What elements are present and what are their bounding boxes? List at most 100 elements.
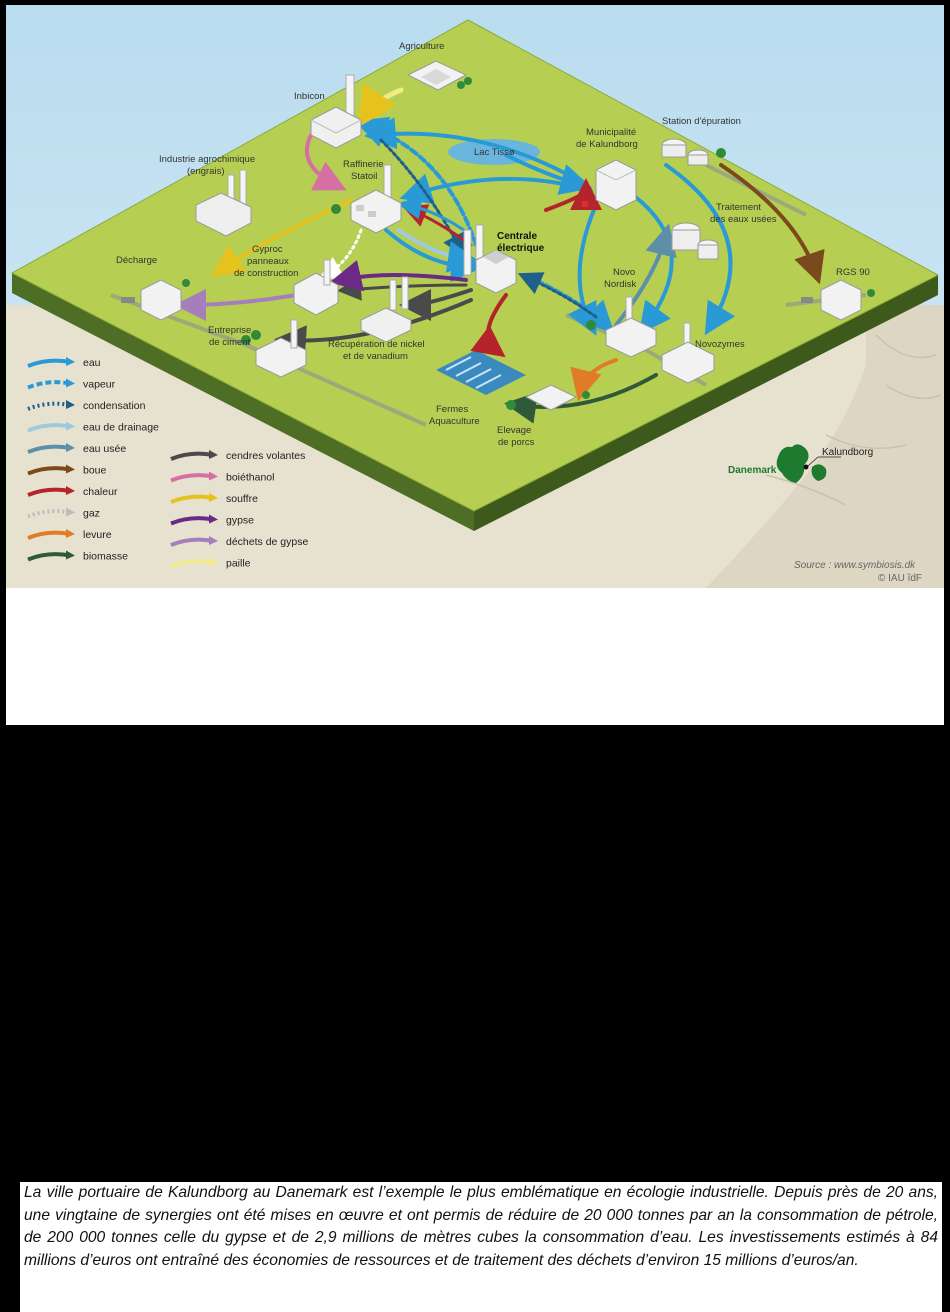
legend-arrowhead-1-0 — [209, 450, 218, 459]
legend-label-0-6: chaleur — [83, 486, 118, 498]
legend-arrowhead-0-9 — [66, 550, 75, 560]
wastewater-treatment — [671, 222, 719, 260]
legend-label-1-2: souffre — [226, 493, 258, 505]
label-power-plant-2: électrique — [497, 243, 545, 254]
label-refinery-1: Raffinerie — [343, 159, 384, 170]
legend-label-1-1: boiéthanol — [226, 472, 274, 484]
legend-arrowhead-1-1 — [209, 471, 218, 481]
label-gyproc-3: de construction — [234, 268, 298, 279]
label-pig-farm-2: de porcs — [498, 437, 535, 448]
kalundborg-label: Kalundborg — [822, 447, 873, 458]
label-gyproc-1: Gyproc — [252, 244, 283, 255]
landfill — [121, 279, 190, 321]
legend-arrowhead-1-5 — [209, 557, 218, 567]
legend-label-0-9: biomasse — [83, 551, 128, 563]
platform-right-side — [474, 275, 938, 531]
kalundborg-dot — [803, 464, 809, 470]
legend-label-0-7: gaz — [83, 508, 100, 520]
inbicon-plant — [310, 74, 362, 149]
diagram-canvas: Agriculture Inbicon Industrie agrochimiq… — [6, 5, 944, 588]
kalundborg-diagram: Agriculture Inbicon Industrie agrochimiq… — [6, 5, 944, 588]
agrochemical-plant — [195, 169, 252, 237]
legend-arrowhead-0-7 — [66, 507, 75, 517]
nickel-recovery-plant — [360, 276, 412, 343]
legend-label-0-4: eau usée — [83, 443, 126, 455]
label-cement-2: de ciment — [209, 337, 251, 348]
map-coastlines — [765, 334, 942, 506]
label-landfill: Décharge — [116, 255, 157, 266]
label-pig-farm-1: Elevage — [497, 425, 531, 436]
legend-arrowhead-0-8 — [66, 529, 75, 538]
denmark-shape — [776, 444, 809, 483]
diagram-labels: Agriculture Inbicon Industrie agrochimiq… — [116, 41, 870, 448]
label-nickel-2: et de vanadium — [343, 351, 408, 362]
legend-swatch-0-2 — [27, 401, 71, 411]
credit-text: © IAU îdF — [878, 573, 922, 584]
statoil-refinery — [331, 164, 402, 234]
map-land-shade — [706, 305, 944, 588]
legend-swatch-0-7 — [27, 509, 71, 519]
legend-label-0-5: boue — [83, 465, 107, 477]
flow-arrows — [174, 83, 825, 424]
label-wastewater-2: des eaux usées — [710, 214, 777, 225]
legend-arrowhead-1-3 — [209, 514, 218, 524]
denmark-map: Danemark Kalundborg — [728, 444, 873, 483]
label-wastewater-1: Traitement — [716, 202, 761, 213]
legend-label-0-1: vapeur — [83, 379, 116, 391]
legend-arrowhead-1-2 — [209, 493, 218, 502]
label-novo-1: Novo — [613, 267, 635, 278]
label-agrochemical-2: (engrais) — [187, 166, 225, 177]
denmark-label: Danemark — [728, 465, 777, 476]
caption-box: La ville portuaire de Kalundborg au Dane… — [6, 588, 944, 1312]
legend-arrowhead-0-5 — [66, 464, 75, 474]
legend-label-0-0: eau — [83, 357, 101, 369]
legend-label-0-2: condensation — [83, 400, 146, 412]
legend-arrowhead-1-4 — [209, 536, 218, 545]
label-agriculture: Agriculture — [399, 41, 444, 52]
legend-label-1-5: paille — [226, 558, 251, 570]
label-fish-farms-1: Fermes — [436, 404, 468, 415]
legend-label-1-4: déchets de gypse — [226, 536, 308, 548]
gyproc-plant — [293, 259, 339, 316]
label-novo-2: Nordisk — [604, 279, 636, 290]
cement-company — [241, 319, 307, 378]
caption-text: La ville portuaire de Kalundborg au Dane… — [20, 1182, 942, 1312]
frame: Agriculture Inbicon Industrie agrochimiq… — [6, 5, 944, 1312]
label-fish-farms-2: Aquaculture — [429, 416, 480, 427]
label-municipality-1: Municipalité — [586, 127, 636, 138]
legend-label-1-3: gypse — [226, 515, 254, 527]
label-lake-tisso: Lac Tissø — [474, 147, 515, 158]
novo-nordisk-plant — [586, 296, 657, 358]
power-plant — [463, 224, 517, 294]
buildings — [121, 60, 875, 411]
legend-arrowhead-0-0 — [66, 357, 75, 366]
legend-arrowhead-0-1 — [66, 378, 75, 388]
label-gyproc-2: panneaux — [247, 256, 289, 267]
source-text: Source : www.symbiosis.dk — [794, 560, 916, 571]
label-novozymes: Novozymes — [695, 339, 745, 350]
legend-arrowhead-0-2 — [66, 400, 75, 409]
legend: eau vapeur condensation eau de drainage eau … — [27, 357, 308, 570]
label-agrochemical-1: Industrie agrochimique — [159, 154, 255, 165]
label-power-plant-1: Centrale — [497, 231, 537, 242]
aquaculture-farm — [436, 350, 526, 395]
rgs90-plant — [801, 279, 875, 321]
legend-arrowhead-0-3 — [66, 421, 75, 431]
legend-label-1-0: cendres volantes — [226, 450, 305, 462]
novozymes-plant — [661, 322, 715, 384]
label-rgs90: RGS 90 — [836, 267, 870, 278]
label-water-station: Station d'épuration — [662, 116, 741, 127]
pig-farm — [506, 384, 590, 411]
label-municipality-2: de Kalundborg — [576, 139, 638, 150]
water-treatment-station — [661, 138, 726, 166]
legend-arrowhead-0-4 — [66, 443, 75, 452]
platform-left-side — [12, 273, 474, 531]
legend-arrowhead-0-6 — [66, 486, 75, 495]
label-nickel-1: Récupération de nickel — [328, 339, 425, 350]
agriculture-farm — [406, 60, 472, 91]
label-refinery-2: Statoil — [351, 171, 377, 182]
municipality-building — [582, 159, 637, 211]
legend-label-0-3: eau de drainage — [83, 422, 159, 434]
label-inbicon: Inbicon — [294, 91, 325, 102]
legend-label-0-8: levure — [83, 529, 112, 541]
